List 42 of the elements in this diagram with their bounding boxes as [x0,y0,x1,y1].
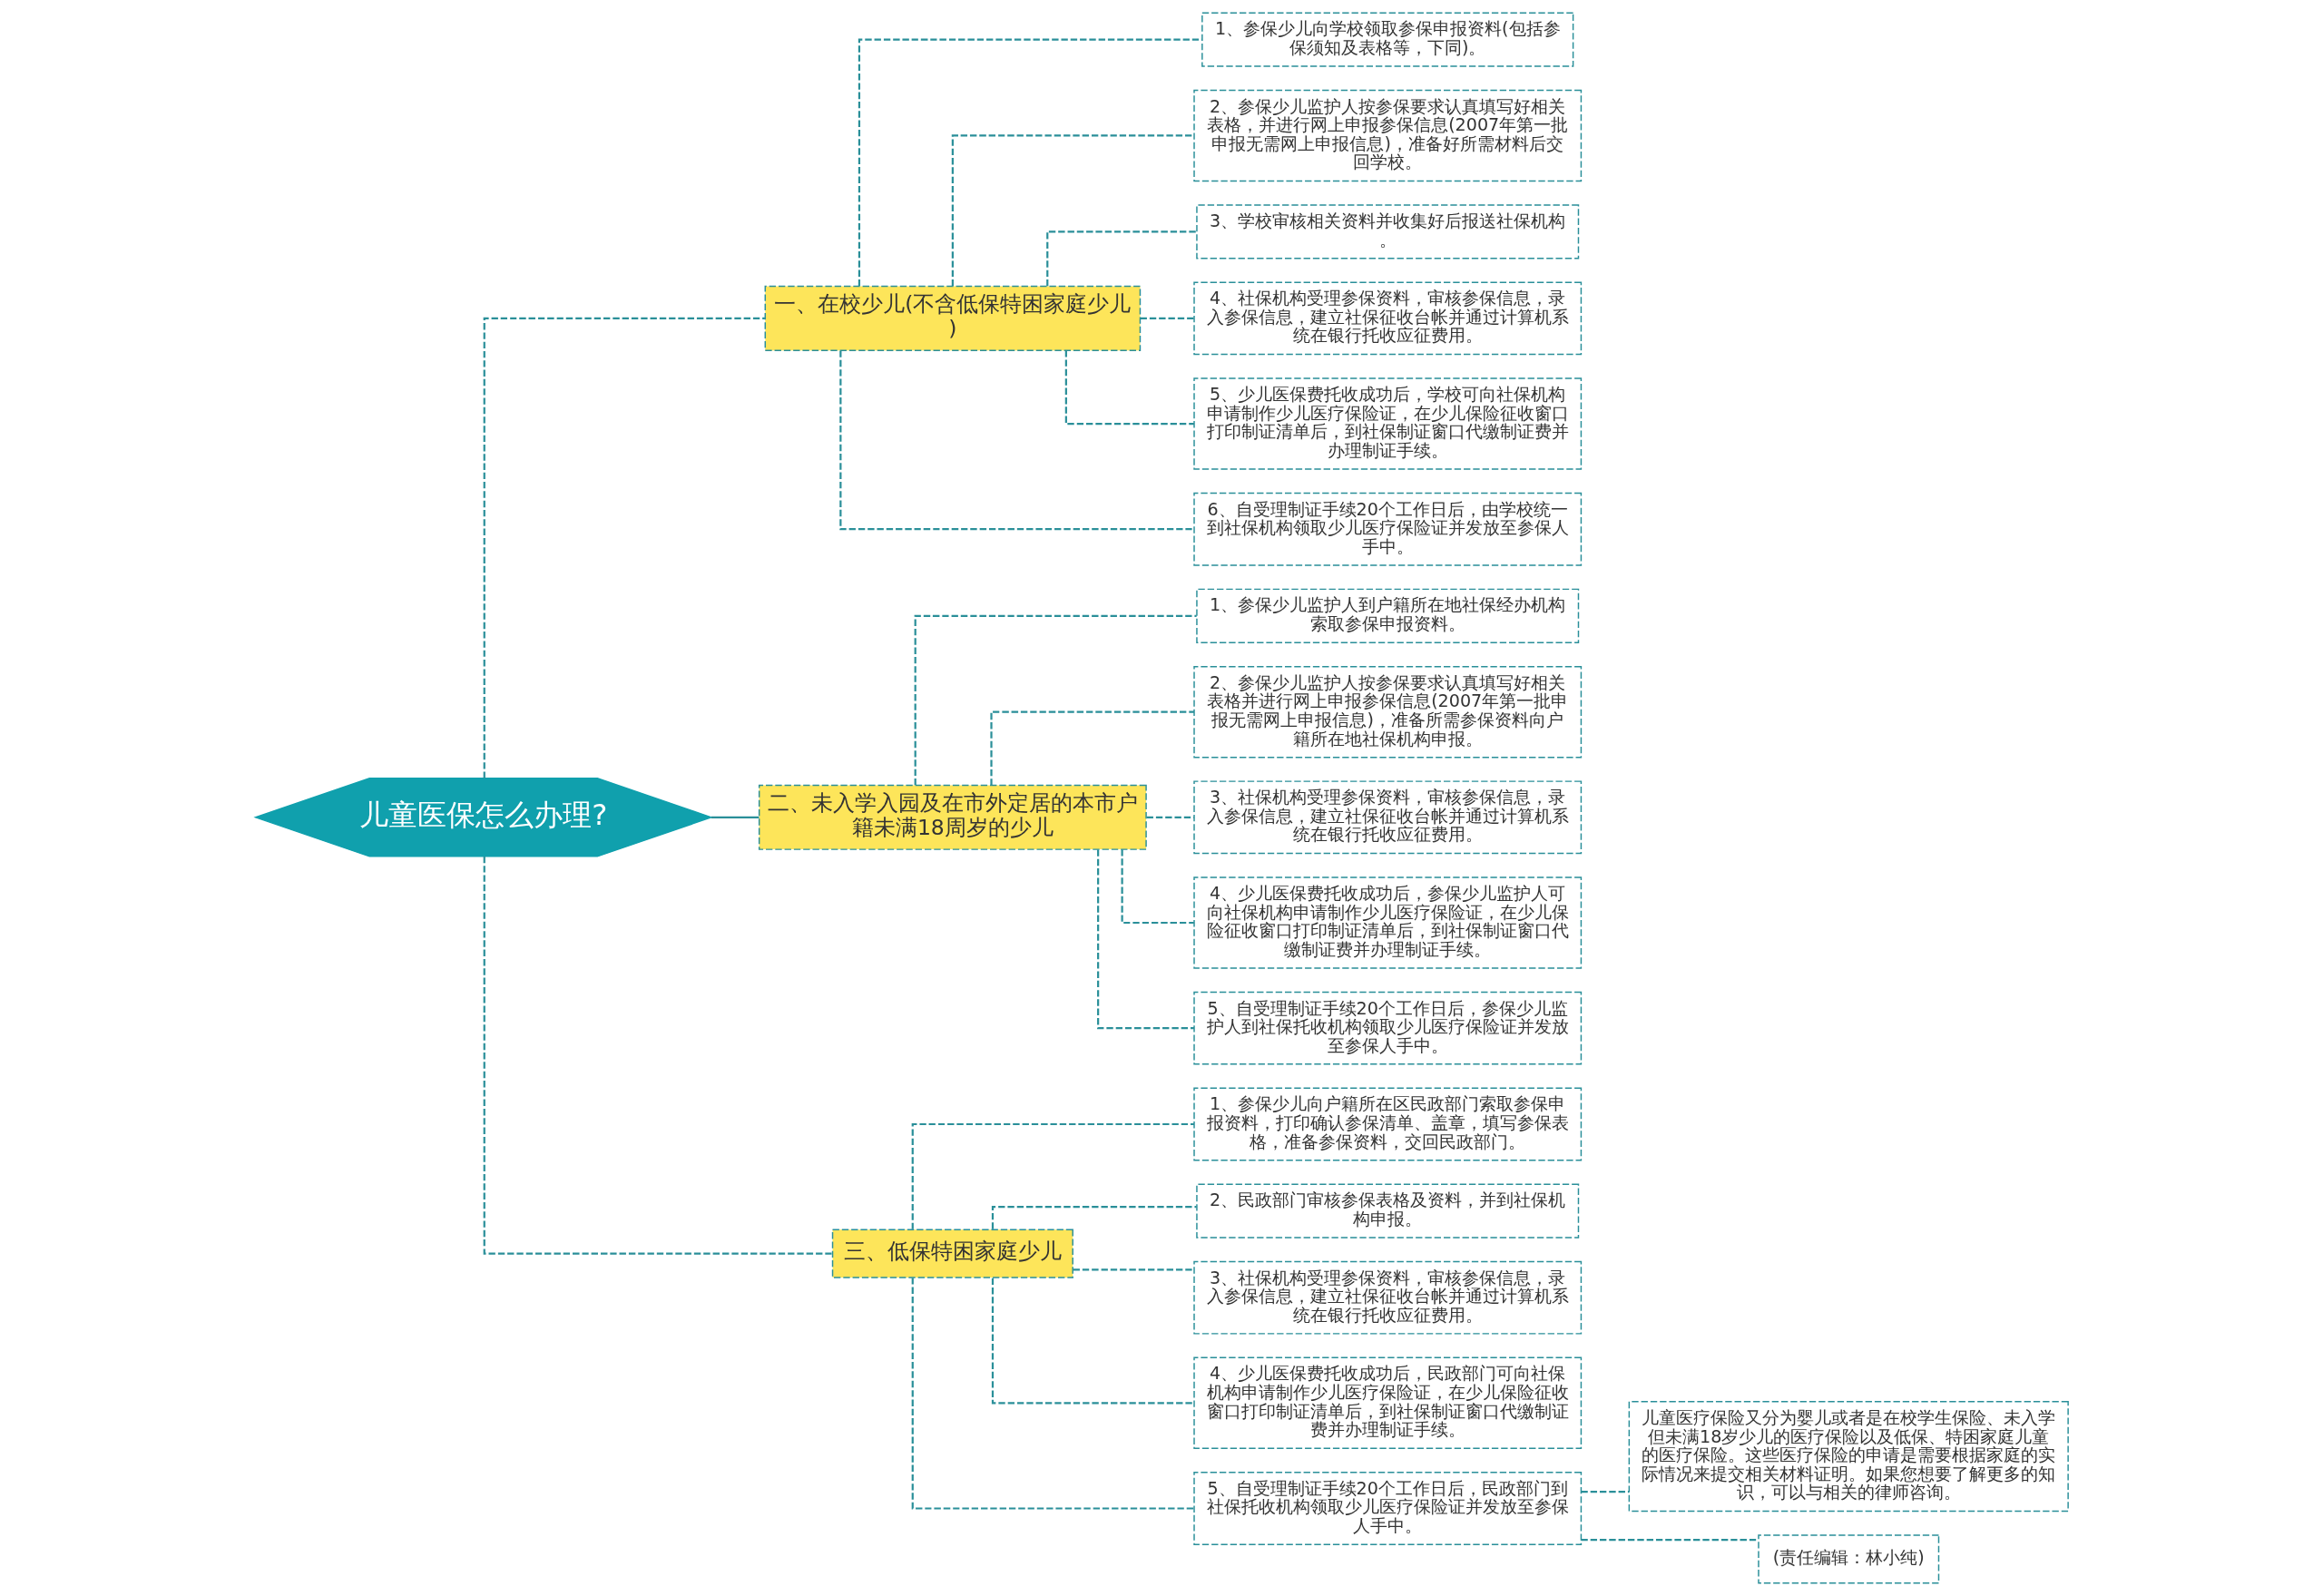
connector [1121,849,1194,925]
node-box: 4、少儿医保费托收成功后，参保少儿监护人可向社保机构申请制作少儿医疗保险证，在少儿保险征收窗口打印制证清单后，到社保制证窗口代缴制证费并办理制证手续。 [1192,876,1582,969]
connector [1073,1268,1194,1271]
connector [711,816,759,818]
node-box: 3、社保机构受理参保资料，审核参保信息，录入参保信息，建立社保征收台帐并通过计算机系统在银行托收应征费用。 [1192,1260,1582,1335]
connector [989,710,1194,786]
node-box: 2、民政部门审核参保表格及资料，并到社保机构申报。 [1195,1183,1579,1239]
node-box: (责任编辑：林小纯) [1757,1534,1939,1584]
connector [914,614,1197,786]
node-box: 1、参保少儿监护人到户籍所在地社保经办机构索取参保申报资料。 [1195,588,1579,643]
connector [1045,230,1197,287]
node-box: 2、参保少儿监护人按参保要求认真填写好相关表格，并进行网上申报参保信息(2007年第一批申报无需网上申报信息)，准备好所需材料后交回学校。 [1192,89,1582,182]
node-box: 二、未入学入园及在市外定居的本市户籍未满18周岁的少儿 [758,784,1147,850]
connector [911,1122,1194,1229]
connector [911,1278,1194,1510]
node-box: 3、学校审核相关资料并收集好后报送社保机构。 [1195,204,1579,259]
node-box: 1、参保少儿向户籍所在区民政部门索取参保申报资料，打印确认参保清单、盖章，填写参保表格，准备参保资料，交回民政部门。 [1192,1087,1582,1161]
connector [951,134,1193,287]
node-box: 2、参保少儿监护人按参保要求认真填写好相关表格并进行网上申报参保信息(2007年第一批申报无需网上申报信息)，准备所需参保资料向户籍所在地社保机构申报。 [1192,665,1582,759]
node-box: 4、社保机构受理参保资料，审核参保信息，录入参保信息，建立社保征收台帐并通过计算机系统在银行托收应征费用。 [1192,281,1582,356]
connector [838,350,1194,531]
connector [1064,350,1194,426]
connector [1146,816,1194,818]
node-box: 6、自受理制证手续20个工作日后，由学校统一到社保机构领取少儿医疗保险证并发放至参保人手中。 [1192,492,1582,566]
connector [483,856,832,1255]
node-box: 三、低保特困家庭少儿 [831,1229,1073,1278]
connector [1140,317,1194,319]
connector [483,317,765,778]
connector [1096,849,1194,1030]
node-box: 一、在校少儿(不含低保特困家庭少儿) [764,285,1141,351]
connector [991,1278,1193,1405]
connector [991,1206,1197,1229]
connector [1580,1491,1629,1493]
connector [858,38,1202,287]
node-box: 5、自受理制证手续20个工作日后，民政部门到社保托收机构领取少儿医疗保险证并发放至参保人手中。 [1192,1472,1582,1545]
node-box: 5、少儿医保费托收成功后，学校可向社保机构申请制作少儿医疗保险证，在少儿保险征收窗口打印制证清单后，到社保制证窗口代缴制证费并办理制证手续。 [1192,377,1582,470]
node-box: 儿童医疗保险又分为婴儿或者是在校学生保险、未入学但未满18岁少儿的医疗保险以及低保、特困家庭儿童的医疗保险。这些医疗保险的申请是需要根据家庭的实际情况来提交相关材料证明。如果您想要了解更多的知识，可以与相关的律师咨询。 [1628,1401,2069,1513]
connector [1580,1538,1758,1542]
node-box: 5、自受理制证手续20个工作日后，参保少儿监护人到社保托收机构领取少儿医疗保险证并发放至参保人手中。 [1192,991,1582,1065]
node-box: 1、参保少儿向学校领取参保申报资料(包括参保须知及表格等，下同)。 [1201,12,1573,67]
node-box: 4、少儿医保费托收成功后，民政部门可向社保机构申请制作少儿医疗保险证，在少儿保险征收窗口打印制证清单后，到社保制证窗口代缴制证费并办理制证手续。 [1192,1356,1582,1450]
node-box: 3、社保机构受理参保资料，审核参保信息，录入参保信息，建立社保征收台帐并通过计算机系统在银行托收应征费用。 [1192,780,1582,855]
